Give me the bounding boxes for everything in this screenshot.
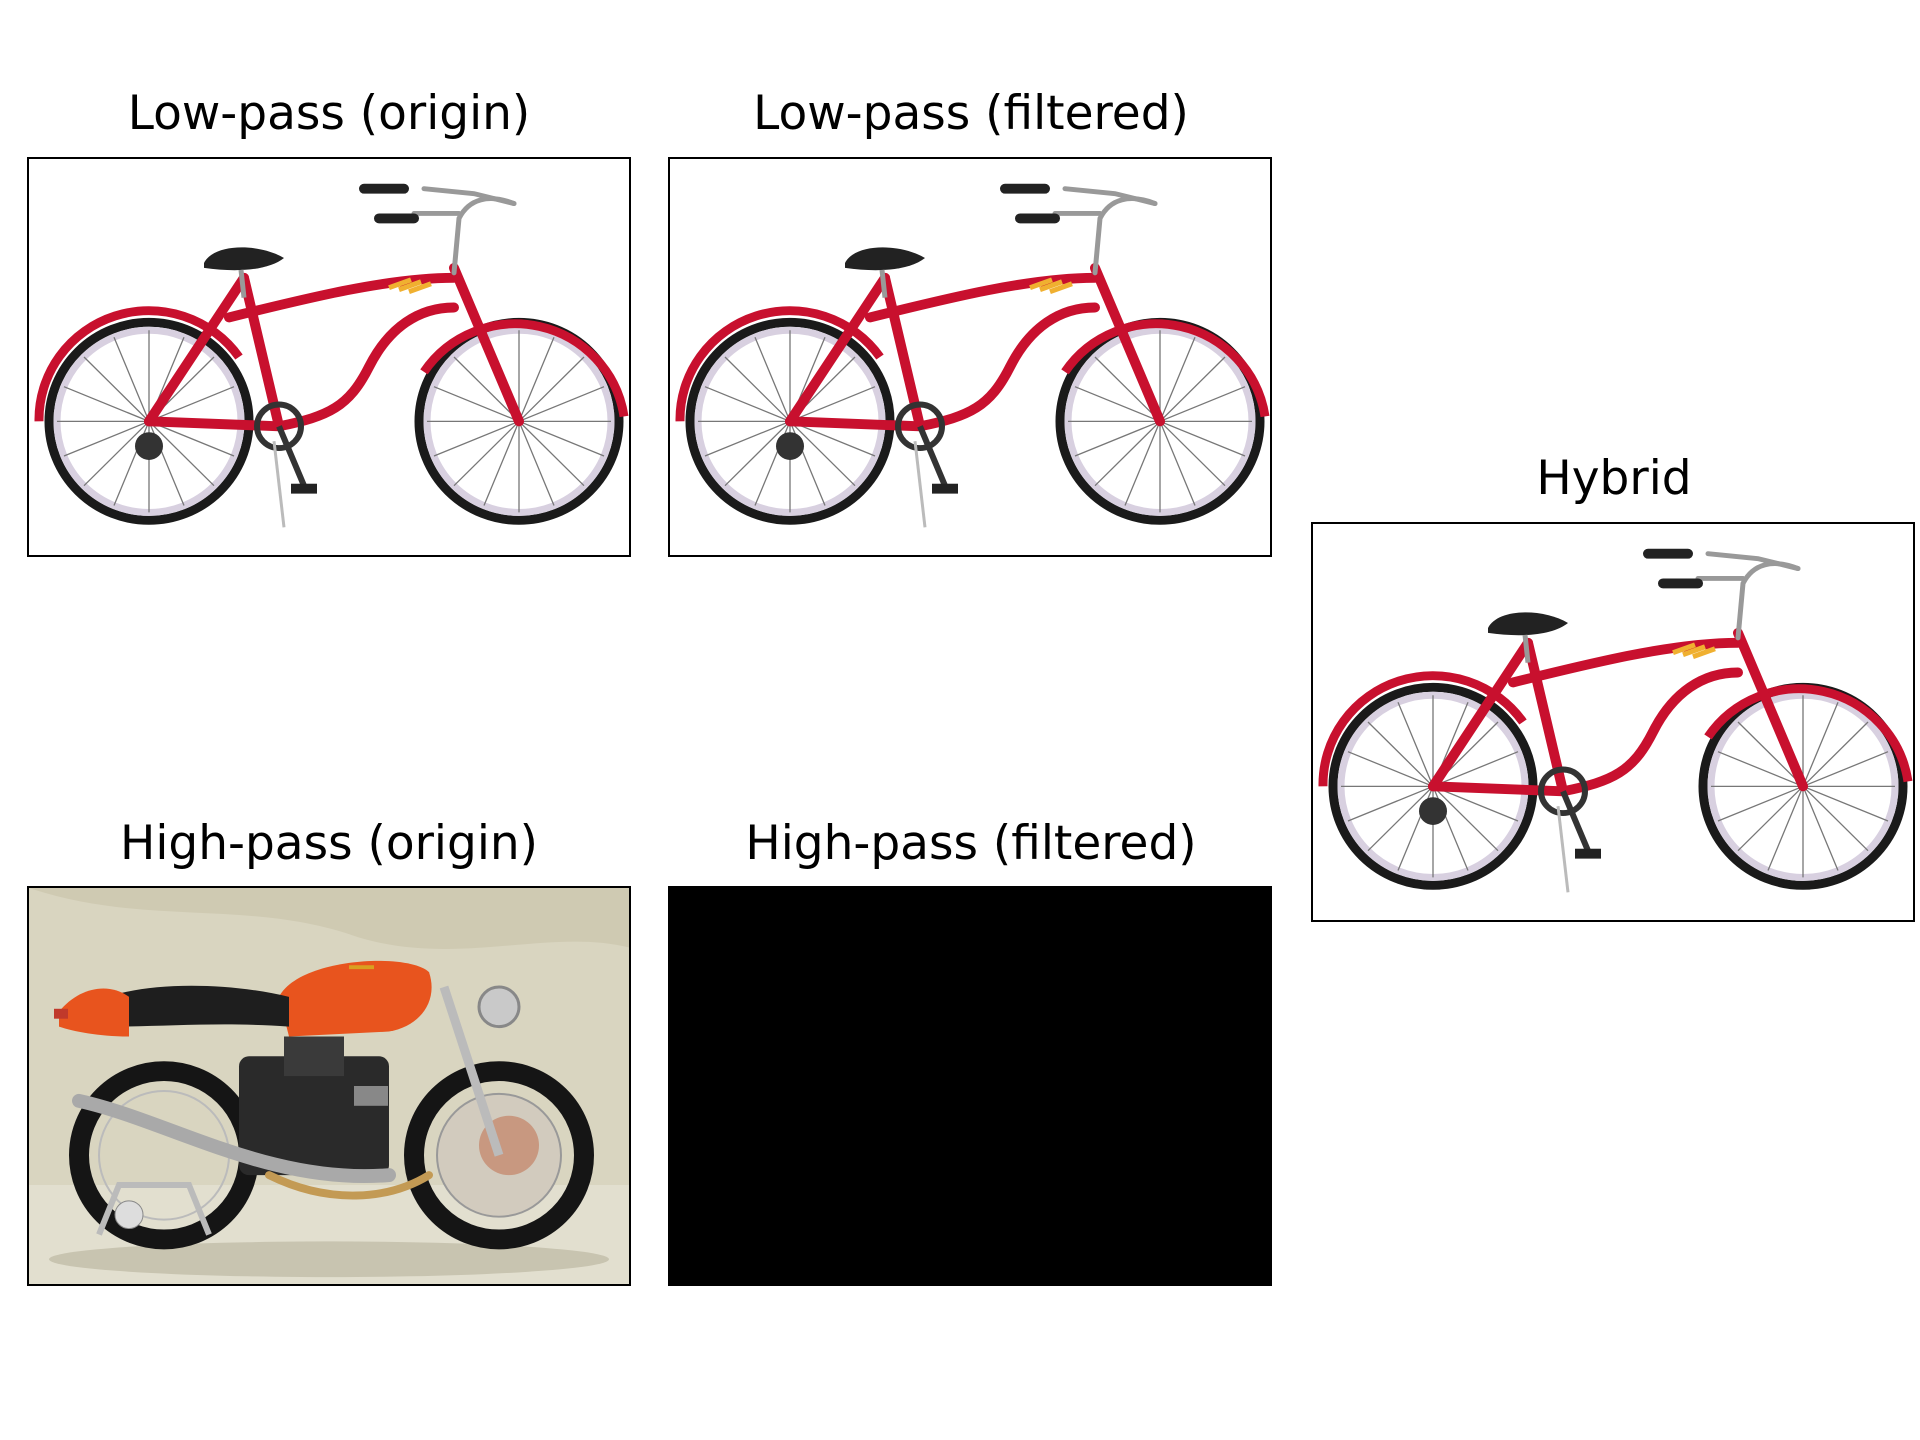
image-hybrid — [1311, 522, 1915, 922]
bicycle-image — [1313, 524, 1913, 920]
panel-title-highpass-filtered: High-pass (filtered) — [745, 816, 1197, 871]
motorcycle-image — [29, 888, 629, 1284]
image-lowpass-origin — [27, 157, 631, 557]
image-highpass-origin — [27, 886, 631, 1286]
image-lowpass-filtered — [668, 157, 1272, 557]
panel-title-highpass-origin: High-pass (origin) — [119, 816, 539, 871]
panel-title-lowpass-filtered: Low-pass (filtered) — [753, 86, 1189, 141]
panel-title-lowpass-origin: Low-pass (origin) — [127, 86, 531, 141]
bicycle-image — [29, 159, 629, 555]
panel-title-hybrid: Hybrid — [1536, 451, 1692, 506]
bicycle-image — [670, 159, 1270, 555]
image-highpass-filtered — [668, 886, 1272, 1286]
